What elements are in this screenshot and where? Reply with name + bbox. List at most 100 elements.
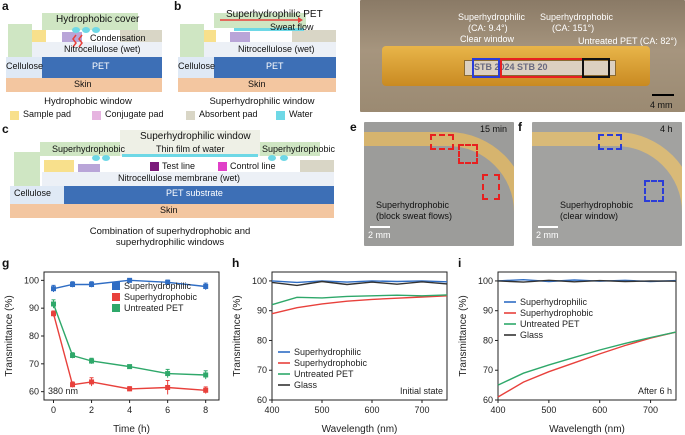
data-point [165, 371, 171, 377]
label-sweat: Sweat flow [270, 22, 314, 32]
panel-letter-e: e [350, 120, 357, 134]
series-line-2 [52, 303, 206, 376]
x-tick-label: 700 [643, 405, 658, 415]
box-philic [472, 58, 500, 78]
x-tick-label: 600 [364, 405, 379, 415]
label-nitro-b: Nitrocellulose (wet) [238, 44, 315, 54]
legend-sample-label: Sample pad [23, 109, 72, 119]
series-line-0 [271, 280, 448, 284]
panel-f: f 4 h Superhydrophobic (clear window) 2 … [518, 120, 685, 250]
legend-swatch [112, 282, 120, 290]
y-tick-label: 80 [29, 331, 39, 341]
series-line-2 [271, 294, 448, 306]
legend-label: Superhydrophobic [294, 358, 368, 368]
data-point [127, 386, 133, 392]
legend-label: Untreated PET [124, 303, 184, 313]
legend-label: Superhydrophobic [520, 308, 594, 318]
label-f-note1: Superhydrophobic [560, 200, 634, 210]
label-e-note1: Superhydrophobic [376, 200, 450, 210]
x-tick-label: 2 [89, 405, 94, 415]
legend-conjugate-swatch [92, 111, 101, 120]
label-d-clear: Clear window [460, 34, 515, 44]
label-pet: PET [92, 61, 110, 71]
y-tick-label: 80 [483, 335, 493, 345]
skin-layer [6, 78, 162, 92]
panel-letter-g: g [2, 256, 10, 270]
vapor-arrow-1 [72, 34, 77, 48]
y-tick-label: 100 [252, 276, 267, 286]
label-control: Control line [230, 161, 276, 171]
x-axis-label: Wavelength (nm) [322, 424, 398, 434]
panel-letter-c: c [2, 122, 9, 136]
series-line-3 [271, 280, 448, 287]
x-tick-label: 500 [541, 405, 556, 415]
label-left-phobic: Superhydrophobic [52, 144, 126, 154]
data-point [70, 352, 76, 358]
panel-letter-h: h [232, 256, 240, 270]
caption-c-2: superhydrophilic windows [115, 237, 225, 248]
y-axis-label: Transmittance (%) [458, 295, 469, 376]
label-d-philic: Superhydrophilic [458, 12, 526, 22]
x-tick-label: 0 [51, 405, 56, 415]
x-tick-label: 6 [165, 405, 170, 415]
panel-letter-i: i [458, 256, 462, 270]
caption-c-1: Combination of superhydrophobic and [89, 226, 251, 237]
legend-absorbent-label: Absorbent pad [199, 109, 258, 119]
thin-film-water [122, 154, 258, 157]
scale-bar-d [652, 94, 674, 96]
data-point [203, 283, 209, 289]
strip-top-f [532, 132, 618, 146]
plot-annotation: Initial state [400, 386, 443, 396]
data-point [203, 387, 209, 393]
label-pet-c: PET substrate [166, 188, 223, 198]
panel-d: d STB 2024 STB 20 Superhydrophilic (CA: … [350, 0, 685, 118]
label-f-scale: 2 mm [536, 230, 559, 240]
absorbent-pad [120, 30, 162, 42]
label-cellulose: Cellulose [6, 61, 44, 71]
y-tick-label: 100 [24, 275, 39, 285]
label-d-phobic: Superhydrophobic [540, 12, 614, 22]
hydrophobic-cover [42, 13, 138, 30]
series-line-1 [52, 313, 206, 391]
phobic-box-f2 [644, 180, 664, 202]
scale-bar-e [370, 226, 390, 228]
legend-water-swatch [276, 111, 285, 120]
phobic-box-e2 [458, 144, 478, 164]
plot-annotation: After 6 h [638, 386, 672, 396]
legend-swatch [112, 293, 120, 301]
data-point [89, 282, 95, 288]
nitrocellulose-layer [22, 42, 162, 57]
legend-swatch [112, 304, 120, 312]
label-e-time: 15 min [480, 124, 508, 134]
data-point [89, 379, 95, 385]
panel-c-diagram [10, 130, 334, 218]
label-skin-c: Skin [160, 205, 178, 215]
label-skin-b: Skin [248, 79, 266, 89]
y-axis-label: Transmittance (%) [4, 295, 15, 376]
phobic-box-e1 [430, 134, 454, 150]
water-film [234, 28, 304, 31]
photo-f [532, 122, 682, 246]
photo-e [364, 122, 514, 246]
y-tick-label: 80 [257, 335, 267, 345]
label-e-scale: 2 mm [368, 230, 391, 240]
panel-b: b Superhydrophilic PET Sweat flow Nitroc… [170, 0, 345, 110]
label-film-c: Thin film of water [156, 144, 225, 154]
label-f-time: 4 h [660, 124, 673, 134]
label-e-note2: (block sweat flows) [376, 211, 453, 221]
panel-a-diagram [6, 13, 162, 92]
label-pet-b: PET [266, 61, 284, 71]
plot-frame [497, 271, 677, 401]
label-d-untreated: Untreated PET (CA: 82°) [578, 36, 677, 46]
box-untreated [582, 58, 610, 78]
label-cover: Hydrophobic cover [56, 14, 140, 25]
data-point [127, 277, 133, 283]
series-line-3 [497, 279, 677, 283]
panel-b-diagram [178, 13, 336, 92]
y-tick-label: 70 [483, 365, 493, 375]
scale-bar-f [538, 226, 558, 228]
x-tick-label: 600 [592, 405, 607, 415]
box-phobic [500, 58, 584, 78]
series-line-0 [53, 279, 206, 290]
